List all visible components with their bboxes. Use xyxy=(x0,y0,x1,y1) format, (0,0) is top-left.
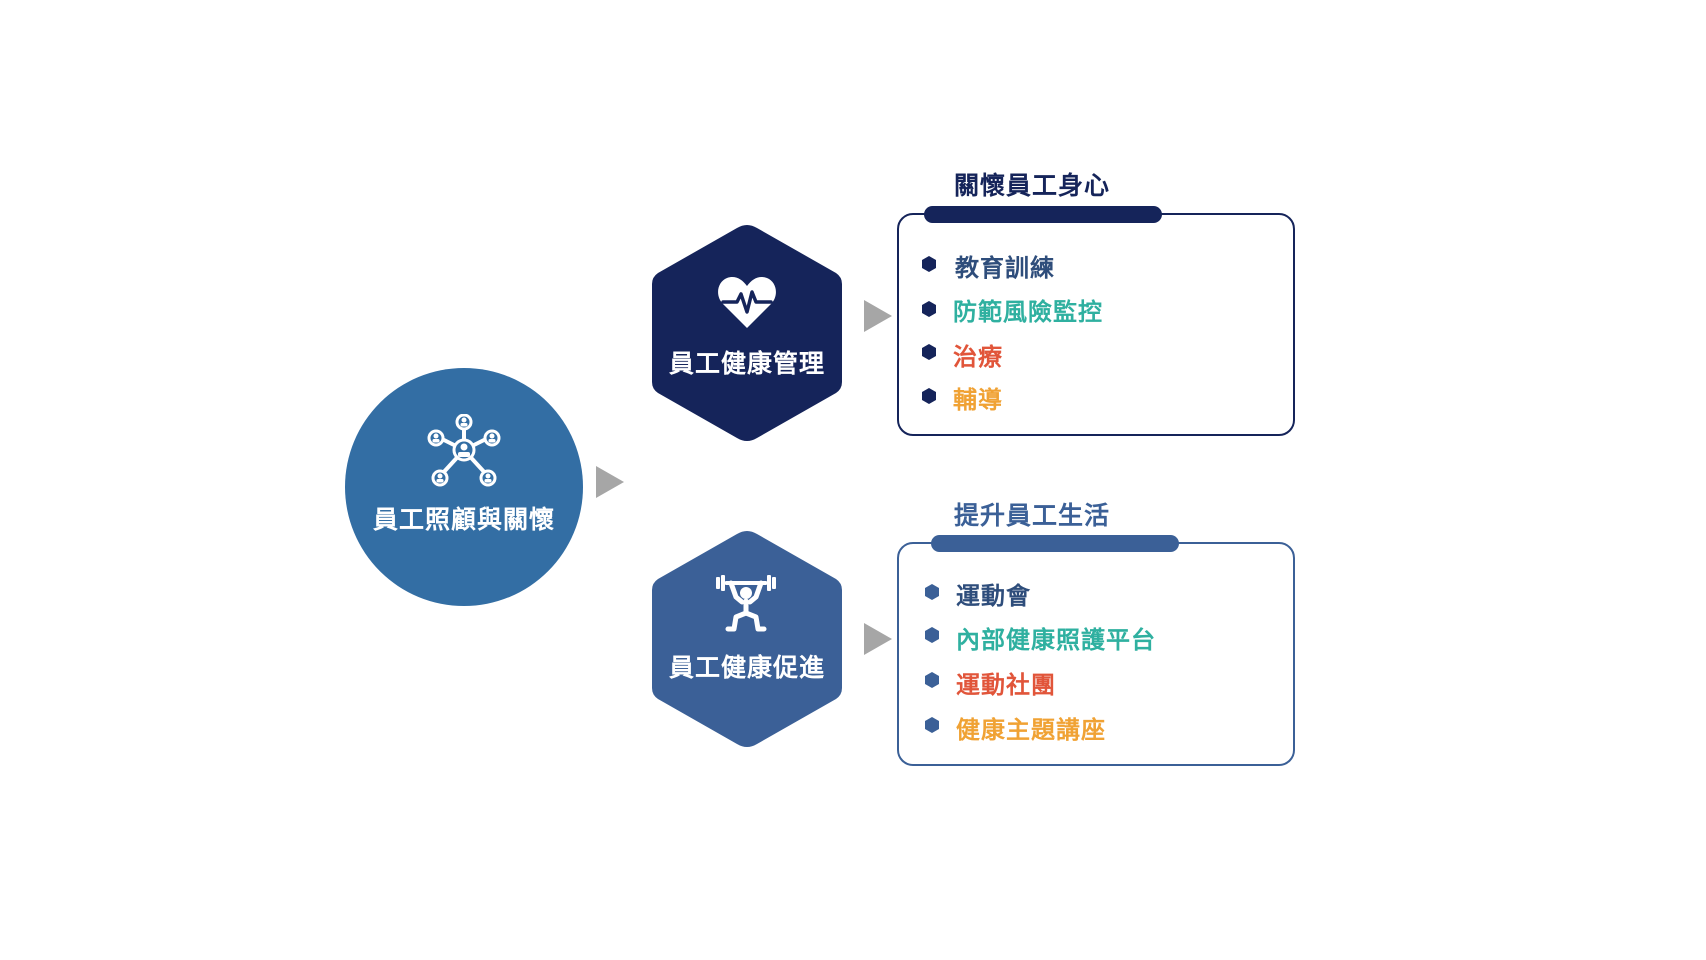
heart-pulse-icon xyxy=(718,276,776,328)
bullet-hex xyxy=(925,584,939,600)
bullet-hex xyxy=(922,256,936,272)
list-item: 健康主題講座 xyxy=(956,716,1106,744)
panel-title-care: 關懷員工身心 xyxy=(954,171,1111,200)
branch-label-health-management: 員工健康管理 xyxy=(668,349,825,378)
list-item: 治療 xyxy=(953,343,1003,371)
branch-label-health-promotion: 員工健康促進 xyxy=(668,653,825,682)
bullet-hex xyxy=(922,344,936,360)
panel-bar-life xyxy=(931,535,1179,552)
weightlifter-icon xyxy=(716,575,776,632)
bullet-hex xyxy=(922,301,936,317)
network-people-icon xyxy=(427,414,501,487)
bullet-hex xyxy=(922,388,936,404)
center-label: 員工照顧與關懷 xyxy=(372,505,555,534)
bullet-hex xyxy=(925,717,939,733)
list-item: 運動社團 xyxy=(956,671,1056,699)
center-circle xyxy=(345,368,583,606)
panel-box-care xyxy=(897,213,1295,436)
arrow-health-promotion xyxy=(864,623,892,655)
hexagon-health-management xyxy=(652,225,842,441)
hexagon-health-promotion xyxy=(652,531,842,747)
bullet-hex xyxy=(925,627,939,643)
list-item: 運動會 xyxy=(956,582,1031,610)
list-item: 內部健康照護平台 xyxy=(956,626,1156,654)
bullet-hex xyxy=(925,672,939,688)
list-item: 防範風險監控 xyxy=(953,298,1103,326)
panel-title-life: 提升員工生活 xyxy=(954,501,1111,530)
arrow-center xyxy=(596,466,624,498)
list-item: 教育訓練 xyxy=(955,254,1055,282)
panel-bar-care xyxy=(924,206,1162,223)
arrow-health-management xyxy=(864,300,892,332)
list-item: 輔導 xyxy=(953,386,1003,414)
